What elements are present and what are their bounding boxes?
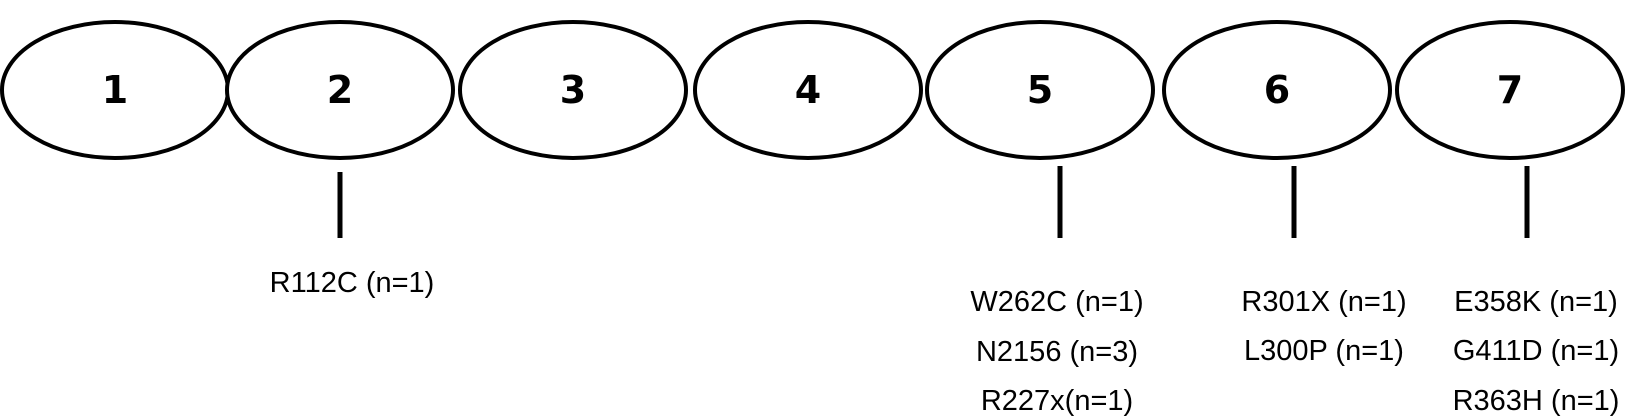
domain-number-3: 3	[560, 68, 586, 112]
mutation-labels: R112C (n=1) W262C (n=1) N2156 (n=3) R227…	[270, 267, 1620, 417]
mutation-label-domain-6-0: R301X (n=1)	[1241, 286, 1406, 318]
domain-ellipse-6	[1162, 20, 1392, 160]
domain-ellipse-5	[925, 20, 1155, 160]
domain-number-5: 5	[1027, 68, 1053, 112]
mutation-label-domain-5-1: N2156 (n=3)	[976, 336, 1138, 368]
domain-ellipse-3	[458, 20, 688, 160]
mutation-markers	[337, 166, 1530, 238]
domain-number-1: 1	[102, 68, 128, 112]
mutation-label-domain-7-2: R363H (n=1)	[1453, 385, 1620, 417]
mutation-label-domain-7-1: G411D (n=1)	[1453, 335, 1619, 367]
domain-ellipses	[0, 20, 1625, 160]
mutation-label-domain-5-2: R227x(n=1)	[981, 385, 1133, 417]
domain-number-2: 2	[327, 68, 353, 112]
mutation-label-domain-2-0: R112C (n=1)	[270, 267, 435, 299]
mutation-label-domain-6-1: L300P (n=1)	[1244, 335, 1404, 367]
domain-number-7: 7	[1497, 68, 1523, 112]
mutation-label-domain-5-0: W262C (n=1)	[970, 286, 1143, 318]
domain-ellipse-2	[225, 20, 455, 160]
domain-numbers: 1 2 3 4 5 6 7	[102, 68, 1523, 112]
domain-ellipse-7	[1395, 20, 1625, 160]
domain-number-4: 4	[795, 68, 821, 112]
domain-number-6: 6	[1264, 68, 1290, 112]
domain-ellipse-4	[693, 20, 923, 160]
mutation-label-domain-7-0: E358K (n=1)	[1454, 286, 1618, 318]
